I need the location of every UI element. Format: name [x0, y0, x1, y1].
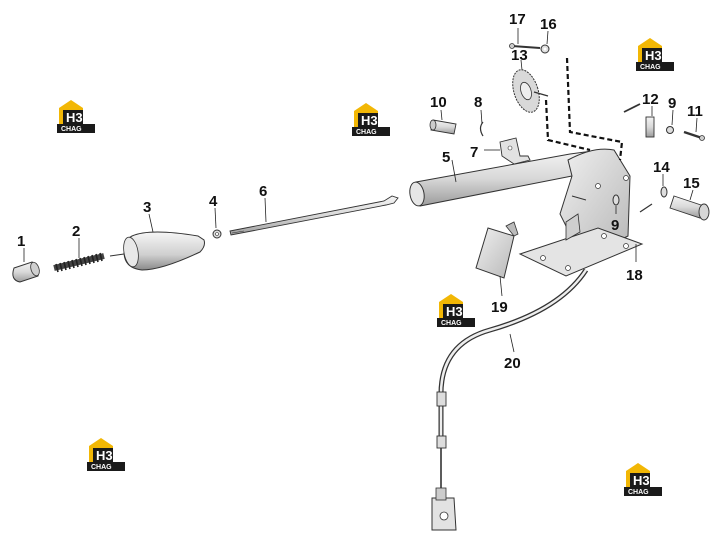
watermark-sub: CHAG [441, 320, 462, 327]
watermark-sub: CHAG [640, 64, 661, 71]
watermark-logo: H3 CHAG [437, 294, 475, 327]
watermark-logo: H3 CHAG [636, 38, 674, 71]
part-screw-17 [509, 43, 541, 49]
callout-13: 13 [511, 47, 528, 64]
callout-17: 17 [509, 11, 526, 28]
part-ratchet-gear-13 [512, 69, 549, 113]
part-spring [53, 252, 105, 273]
callout-19: 19 [491, 299, 508, 316]
part-pivot-pin-15 [669, 195, 710, 221]
callout-14: 14 [653, 159, 670, 176]
part-release-rod [229, 195, 399, 236]
callout-5: 5 [442, 149, 450, 166]
watermark-mark: H3 [361, 113, 378, 128]
part-bracket-18 [518, 148, 644, 277]
callout-1: 1 [17, 233, 25, 250]
part-cotter-lower [639, 203, 653, 213]
callout-10: 10 [430, 94, 447, 111]
part-washer-9-bottom [612, 194, 620, 206]
callout-16: 16 [540, 16, 557, 33]
callout-12: 12 [642, 91, 659, 108]
callout-20: 20 [504, 355, 521, 372]
part-washer-4 [212, 229, 222, 239]
assembly-dashed-lines [544, 57, 624, 161]
part-washer-14 [660, 186, 668, 198]
watermark-sub: CHAG [61, 126, 82, 133]
watermark-sub: CHAG [91, 464, 112, 471]
watermark-logo: H3 CHAG [624, 463, 662, 496]
callout-11: 11 [687, 103, 703, 120]
part-clamp-7 [499, 137, 531, 165]
watermark-mark: H3 [96, 448, 113, 463]
part-end-cap [12, 261, 40, 283]
callout-3: 3 [143, 199, 151, 216]
part-switch-19 [475, 221, 519, 279]
part-spring-pin [623, 103, 641, 113]
part-washer-16 [540, 44, 550, 54]
part-pin-10 [429, 119, 457, 135]
part-bolt-11 [683, 130, 705, 141]
callout-4: 4 [209, 193, 218, 210]
callout-6: 6 [259, 183, 267, 200]
part-handle-knob [109, 231, 205, 271]
part-washer-9-top [666, 126, 674, 134]
watermark-logo: H3 CHAG [57, 100, 95, 133]
watermark-sub: CHAG [628, 489, 649, 496]
watermark-sub: CHAG [356, 129, 377, 136]
callout-labels: 1 2 3 4 6 5 7 8 10 13 17 16 12 9 11 14 1… [17, 11, 703, 372]
part-cotter-pin-8 [479, 121, 484, 137]
watermark-mark: H3 [645, 48, 662, 63]
watermark-logo: H3 CHAG [87, 438, 125, 471]
watermark-mark: H3 [446, 304, 463, 319]
callout-2: 2 [72, 223, 80, 240]
callout-8: 8 [474, 94, 482, 111]
callout-9-top: 9 [668, 95, 676, 112]
callout-9-bottom: 9 [611, 217, 619, 234]
watermark-mark: H3 [66, 110, 83, 125]
callout-18: 18 [626, 267, 643, 284]
watermark-mark: H3 [633, 473, 650, 488]
part-bushing-12 [645, 116, 655, 138]
callout-7: 7 [470, 144, 478, 161]
leader-lines [23, 28, 698, 353]
part-cable-20 [431, 268, 589, 531]
watermark-logo: H3 CHAG [352, 103, 390, 136]
callout-15: 15 [683, 175, 700, 192]
